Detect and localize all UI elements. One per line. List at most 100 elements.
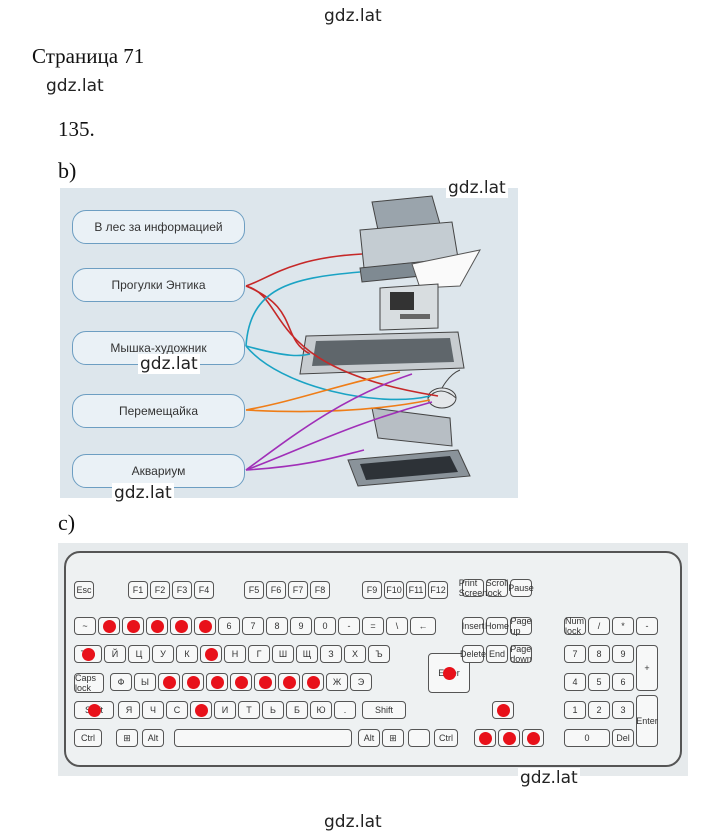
keyboard-key: Alt (142, 729, 164, 747)
keyboard-key: 7 (242, 617, 264, 635)
keyboard-key: 8 (266, 617, 288, 635)
page-title: Страница 71 (32, 44, 145, 68)
exercise-number: 135. (58, 117, 95, 141)
keyboard-key: ~ (74, 617, 96, 635)
red-mark (175, 620, 188, 633)
keyboard-key: Й (104, 645, 126, 663)
keyboard-key: Ю (310, 701, 332, 719)
keyboard-key: + (636, 645, 658, 691)
keyboard-key: 3 (612, 701, 634, 719)
keyboard-icon (299, 331, 465, 375)
keyboard-key: = (362, 617, 384, 635)
keyboard-key: 6 (612, 673, 634, 691)
program-label: Аквариум (131, 464, 186, 478)
red-mark (211, 676, 224, 689)
keyboard-key: ⊞ (382, 729, 404, 747)
keyboard-key (174, 729, 352, 747)
keyboard-key: 6 (218, 617, 240, 635)
keyboard-key: F8 (310, 581, 330, 599)
red-mark (205, 648, 218, 661)
keyboard-key: Print Screen (458, 578, 488, 598)
keyboard-key: ⊞ (116, 729, 138, 747)
keyboard-key: F2 (150, 581, 170, 599)
keyboard-key: К (176, 645, 198, 663)
keyboard-key: 0 (564, 729, 610, 747)
keyboard-key: 7 (564, 645, 586, 663)
keyboard-key: F6 (266, 581, 286, 599)
red-mark (307, 676, 320, 689)
program-box: Аквариум (72, 454, 245, 488)
keyboard-key: * (612, 617, 634, 635)
keyboard-key: F10 (384, 581, 404, 599)
mouse-icon (427, 369, 461, 409)
red-mark (443, 667, 456, 680)
program-box: Прогулки Энтика (72, 268, 245, 302)
floppy-drive-icon (379, 283, 439, 331)
red-mark (163, 676, 176, 689)
red-mark (127, 620, 140, 633)
keyboard-key: / (588, 617, 610, 635)
scanner-icon (347, 407, 471, 487)
keyboard-key: Я (118, 701, 140, 719)
keyboard-key: 2 (588, 701, 610, 719)
red-mark (82, 648, 95, 661)
keyboard-key: 9 (612, 645, 634, 663)
watermark-under-title: gdz.lat (44, 76, 106, 96)
watermark-picture-c: gdz.lat (518, 768, 580, 788)
watermark-picture-b-top: gdz.lat (446, 178, 508, 198)
red-mark (283, 676, 296, 689)
watermark-bottom: gdz.lat (322, 812, 384, 832)
keyboard-key: Ж (326, 673, 348, 691)
watermark-top: gdz.lat (322, 6, 384, 26)
part-c-label: c) (58, 510, 76, 535)
red-mark (187, 676, 200, 689)
keyboard-key: - (338, 617, 360, 635)
program-box: В лес за информацией (72, 210, 245, 244)
keyboard-key: Enter (636, 695, 658, 747)
program-label: Мышка-художник (110, 341, 207, 355)
keyboard-key: Щ (296, 645, 318, 663)
keyboard-key: Caps lock (74, 673, 104, 693)
keyboard-key: F4 (194, 581, 214, 599)
keyboard-key: Ы (134, 673, 156, 691)
keyboard-key: Insert (462, 617, 484, 635)
red-mark (497, 704, 510, 717)
red-mark (259, 676, 272, 689)
keyboard-key: . (334, 701, 356, 719)
keyboard-key (408, 729, 430, 747)
keyboard-key: F1 (128, 581, 148, 599)
red-mark (195, 704, 208, 717)
printer-icon (359, 195, 481, 289)
program-label: Прогулки Энтика (111, 278, 206, 292)
red-mark (527, 732, 540, 745)
keyboard-key: Ctrl (74, 729, 102, 747)
red-mark (103, 620, 116, 633)
keyboard-key: Esc (74, 581, 94, 599)
keyboard-key: Del (612, 729, 634, 747)
watermark-picture-b-bottom: gdz.lat (112, 483, 174, 503)
keyboard-key: Page up (510, 616, 532, 636)
keyboard-key: Х (344, 645, 366, 663)
keyboard-key: \ (386, 617, 408, 635)
keyboard-key: - (636, 617, 658, 635)
keyboard-key: F11 (406, 581, 426, 599)
keyboard-key: 4 (564, 673, 586, 691)
matching-picture: В лес за информацией Прогулки Энтика Мыш… (60, 188, 518, 498)
program-label: Перемещайка (118, 404, 198, 418)
keyboard-key: Ф (110, 673, 132, 691)
keyboard-key: Ш (272, 645, 294, 663)
keyboard-key: F3 (172, 581, 192, 599)
keyboard-key: F7 (288, 581, 308, 599)
keyboard-key: У (152, 645, 174, 663)
keyboard-key: Н (224, 645, 246, 663)
keyboard-key: Б (286, 701, 308, 719)
keyboard-key: Num lock (564, 616, 586, 636)
keyboard-key: 8 (588, 645, 610, 663)
keyboard-key: Ц (128, 645, 150, 663)
red-mark (479, 732, 492, 745)
keyboard-key: 1 (564, 701, 586, 719)
keyboard-key: Ъ (368, 645, 390, 663)
keyboard-key: Home (485, 617, 509, 635)
keyboard-key: F12 (428, 581, 448, 599)
